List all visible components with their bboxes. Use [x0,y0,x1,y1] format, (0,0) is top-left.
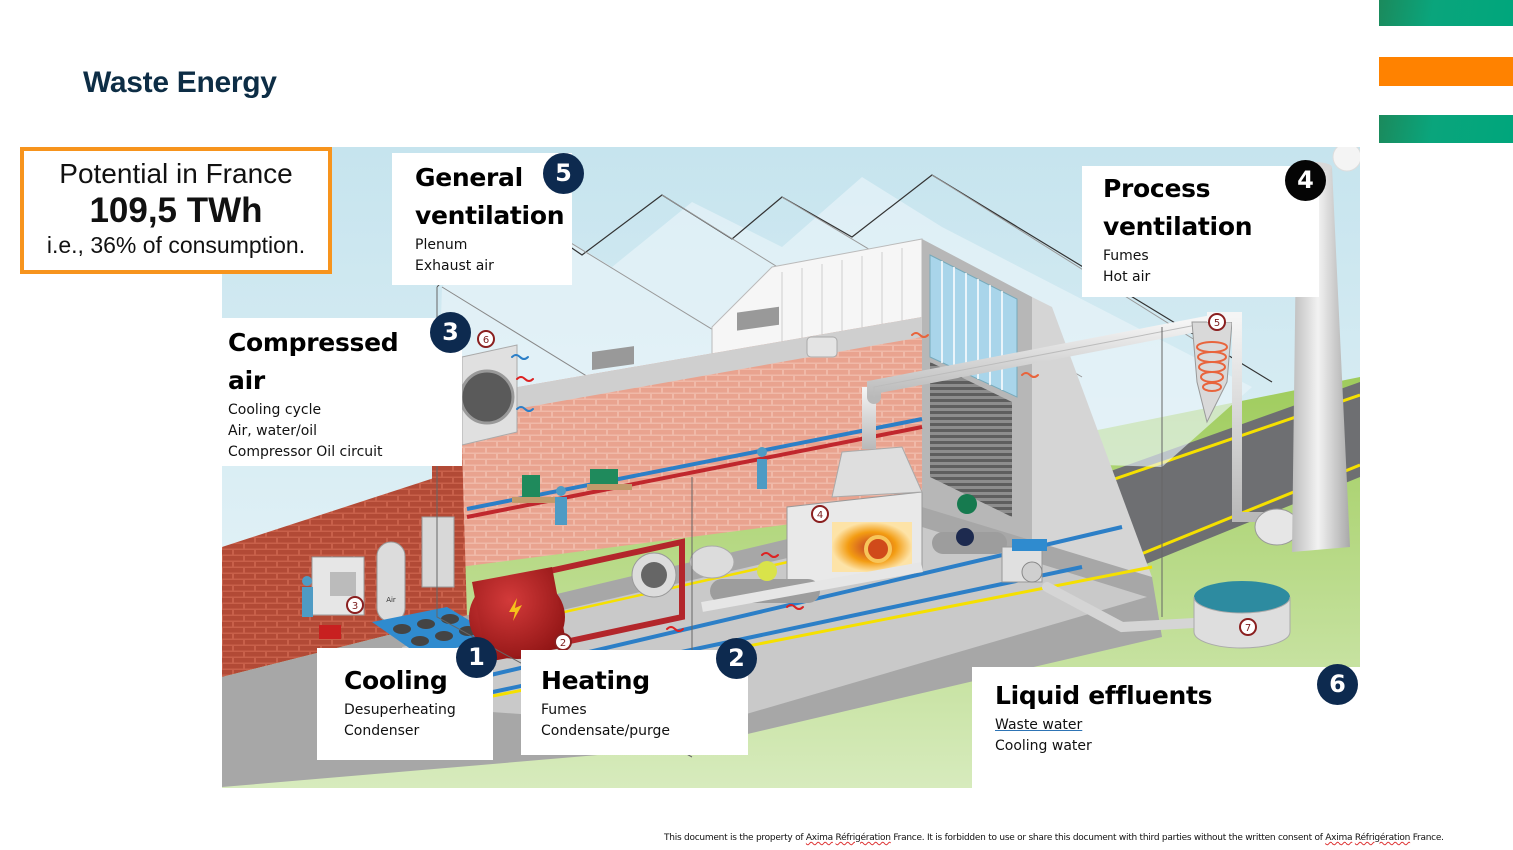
callout-title: Cooling [344,666,448,695]
callout-title: ventilation [415,201,565,230]
footer-brand: Réfrigération [1354,833,1411,843]
potential-value: 109,5 TWh [89,191,263,230]
callout-title: air [228,366,265,395]
scene-marker-7: 7 [1239,618,1257,636]
svg-text:7: 7 [1245,623,1251,634]
badge-5: 5 [543,153,584,194]
slide-title: Waste Energy [83,66,277,99]
brand-bar-green-top [1379,0,1513,26]
callout-title: Liquid effluents [995,681,1213,710]
footer-brand: Axima [1325,833,1353,843]
footer-text: France. [1410,833,1444,843]
scene-marker-6: 6 [477,330,495,348]
scene-marker-3: 3 [346,596,364,614]
callout-item: Fumes [541,702,587,718]
potential-label: Potential in France [59,158,293,189]
badge-1: 1 [456,637,497,678]
footer-text: France. It is forbidden to use or share … [890,833,1326,843]
brand-bar-orange [1379,57,1513,86]
callout-item: Plenum [415,237,468,253]
air-tank-label: Air [386,596,396,604]
svg-text:3: 3 [352,601,358,612]
footer-brand: Réfrigération [835,833,891,843]
callout-item: Cooling water [995,738,1092,754]
footer-text: This document is the property of [664,833,806,843]
scene-marker-4: 4 [811,505,829,523]
callout-item: Cooling cycle [228,402,322,418]
brand-bar-green-bottom [1379,115,1513,143]
callout-item: Condensate/purge [541,723,671,739]
callout-title: Compressed [228,328,399,357]
scene-marker-5: 5 [1208,313,1226,331]
callout-compressed-air: Compressed air Cooling cycle Air, water/… [222,318,462,466]
potential-share: i.e., 36% of consumption. [46,232,306,258]
scene-marker-2: 2 [554,633,572,651]
callout-general-ventilation: General ventilation Plenum Exhaust air [392,153,572,285]
callout-item: Fumes [1103,248,1149,264]
callout-item: Condenser [344,723,420,739]
svg-text:4: 4 [817,510,823,521]
callout-item: Hot air [1103,269,1151,285]
badge-4: 4 [1285,160,1326,201]
badge-2: 2 [716,638,757,679]
callout-item: Compressor Oil circuit [228,444,383,460]
callout-process-ventilation: Process ventilation Fumes Hot air [1082,166,1319,297]
svg-text:2: 2 [560,638,566,649]
callout-item-link[interactable]: Waste water [995,717,1083,733]
callout-title: General [415,163,523,192]
callout-liquid-effluents: Liquid effluents Waste water Cooling wat… [973,667,1358,788]
callout-cooling: Cooling Desuperheating Condenser [317,648,493,760]
svg-text:6: 6 [483,335,489,346]
footer-brand: Axima [805,833,833,843]
callout-title: Heating [541,666,650,695]
callout-heating: Heating Fumes Condensate/purge [521,650,748,755]
badge-6: 6 [1317,664,1358,705]
callout-item: Air, water/oil [228,423,318,439]
potential-box: Potential in France 109,5 TWh i.e., 36% … [20,147,332,274]
badge-3: 3 [430,312,471,353]
callout-title: Process [1103,174,1211,203]
callout-item: Exhaust air [415,258,494,274]
callout-item: Desuperheating [344,702,456,718]
footer-disclaimer: This document is the property of Axima R… [664,833,1444,843]
svg-text:5: 5 [1214,318,1220,329]
callout-title: ventilation [1103,212,1253,241]
